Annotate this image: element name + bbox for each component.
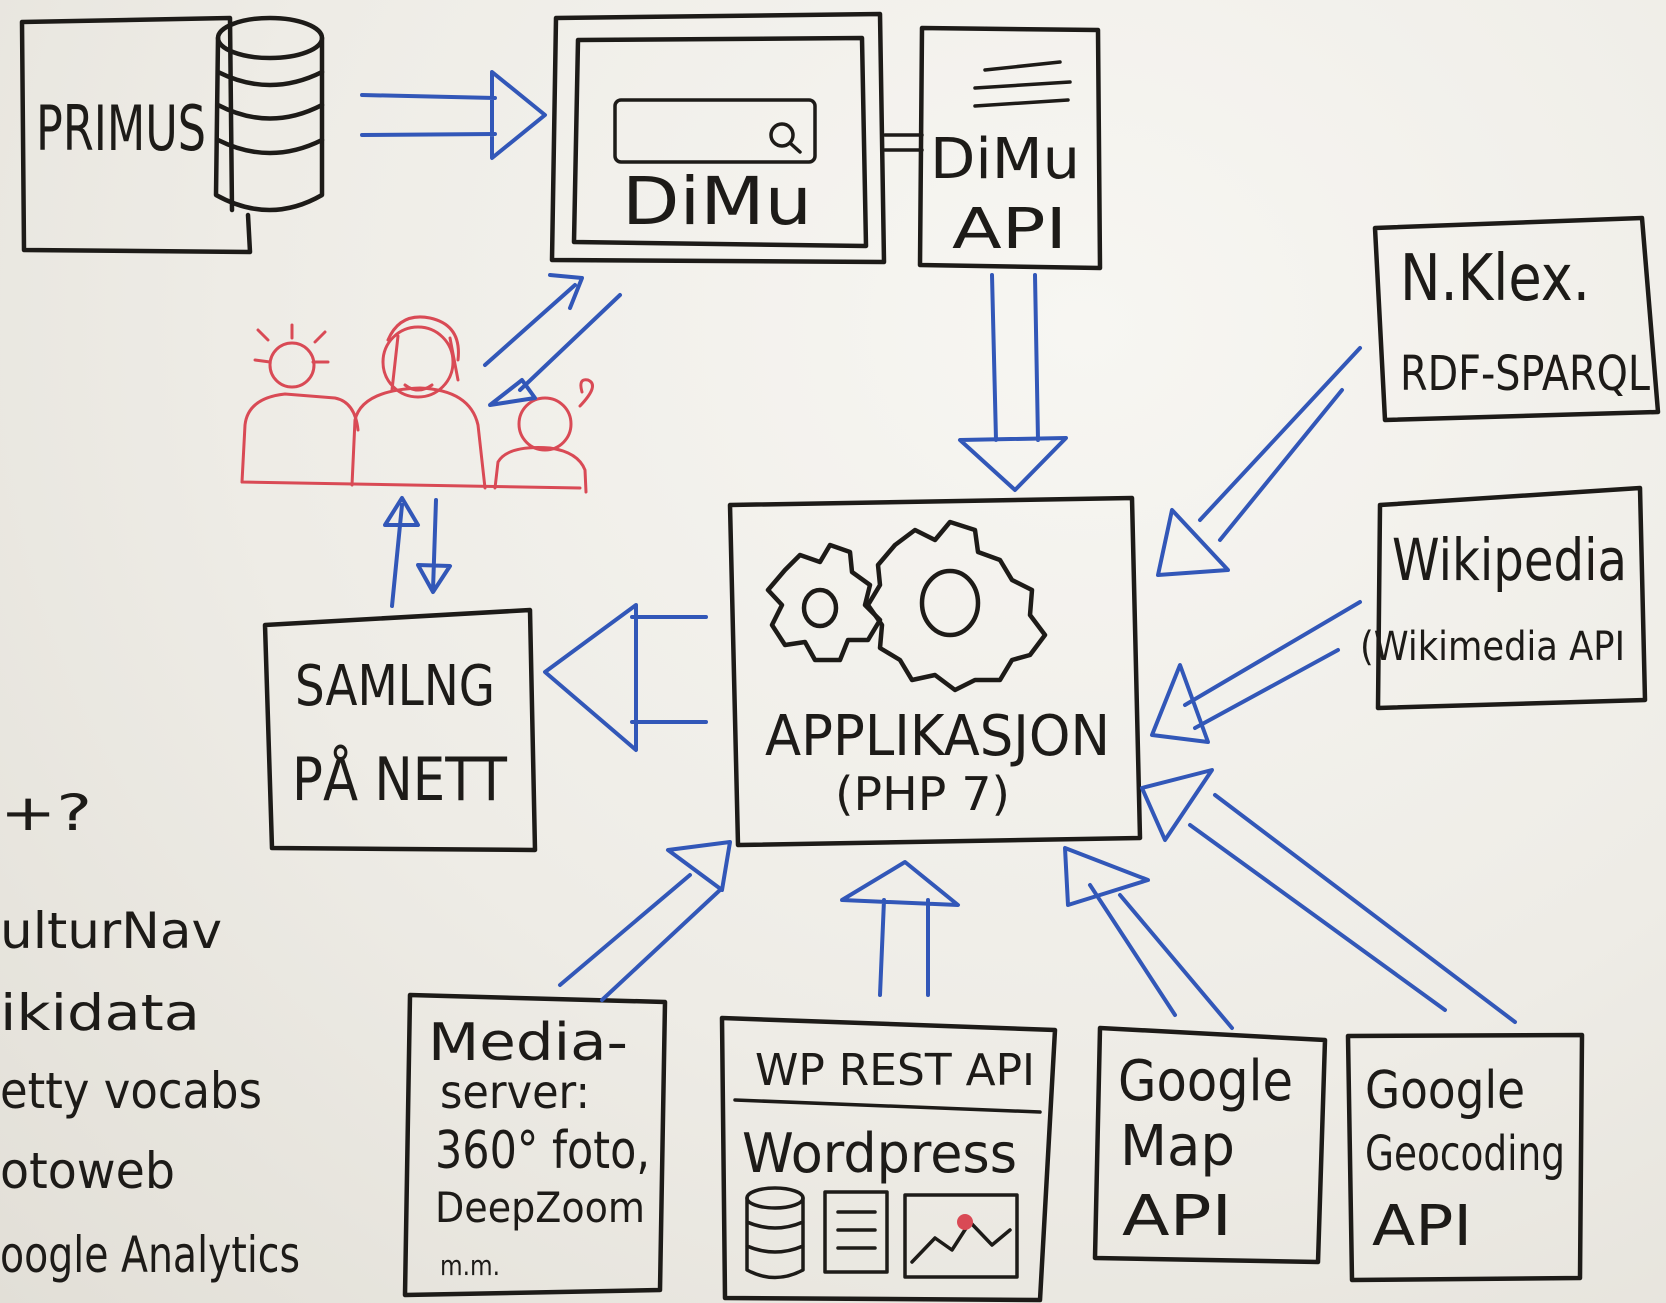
google-map-line3: API bbox=[1122, 1184, 1232, 1249]
nklex-line1: N.Klex. bbox=[1400, 242, 1590, 316]
google-geocoding-line3: API bbox=[1372, 1194, 1472, 1259]
mediaserver-line5: m.m. bbox=[440, 1249, 500, 1282]
wordpress-label: Wordpress bbox=[742, 1122, 1017, 1185]
arrow-googlemap-to-app bbox=[1063, 846, 1234, 1030]
nklex-line2: RDF-SPARQL bbox=[1400, 346, 1650, 402]
wikipedia-node: Wikipedia (Wikimedia API bbox=[1360, 485, 1648, 711]
mediaserver-node: Media- server: 360° foto, DeepZoom m.m. bbox=[402, 992, 668, 1298]
mediaserver-line2: server: bbox=[440, 1065, 590, 1119]
user-face-left bbox=[268, 341, 316, 389]
nklex-node: N.Klex. RDF-SPARQL bbox=[1372, 215, 1661, 423]
side-list-heading: +? bbox=[0, 784, 92, 842]
side-list: +? ulturNav ikidata etty vocabs otoweb o… bbox=[0, 784, 300, 1284]
gear-icon bbox=[765, 542, 883, 663]
side-list-item: otoweb bbox=[0, 1142, 175, 1200]
google-map-node: Google Map API bbox=[1092, 1025, 1328, 1265]
arrow-primus-to-dimu bbox=[360, 70, 547, 160]
users-illustration bbox=[240, 315, 594, 494]
dimu-api-node: DiMu API bbox=[917, 25, 1103, 271]
arrow-wordpress-to-app bbox=[840, 860, 960, 997]
wikipedia-line2: (Wikimedia API bbox=[1360, 624, 1625, 670]
google-geocoding-line1: Google bbox=[1365, 1061, 1525, 1121]
arrow-nklex-to-app bbox=[1156, 346, 1362, 577]
google-geocoding-node: Google Geocoding API bbox=[1345, 1032, 1585, 1283]
applikasjon-line1: APPLIKASJON bbox=[765, 704, 1110, 769]
wp-rest-api-label: WP REST API bbox=[755, 1045, 1035, 1096]
dimu-label: DiMu bbox=[622, 163, 812, 240]
user-face-right bbox=[517, 396, 573, 452]
arrow-users-samling bbox=[383, 496, 452, 608]
side-list-item: ulturNav bbox=[0, 902, 222, 960]
google-map-line1: Google bbox=[1118, 1049, 1293, 1114]
samling-node: SAMLNG PÅ NETT bbox=[262, 607, 538, 853]
arrow-mediaserver-to-app bbox=[558, 840, 732, 1002]
side-list-item: etty vocabs bbox=[0, 1062, 262, 1120]
search-box bbox=[613, 98, 817, 164]
arrow-app-to-samling bbox=[543, 603, 708, 752]
samling-line2: PÅ NETT bbox=[292, 744, 507, 815]
applikasjon-line2: (PHP 7) bbox=[835, 767, 1010, 821]
dimu-api-line2: API bbox=[952, 197, 1067, 262]
wikipedia-line1: Wikipedia bbox=[1392, 526, 1627, 594]
primus-label: PRIMUS bbox=[36, 92, 206, 165]
arrow-geocoding-to-app bbox=[1140, 768, 1517, 1024]
dimu-api-connector bbox=[883, 133, 924, 152]
search-icon bbox=[769, 122, 802, 154]
google-map-line2: Map bbox=[1120, 1114, 1235, 1179]
wordpress-node: WP REST API Wordpress bbox=[719, 1015, 1058, 1303]
database-icon bbox=[213, 15, 325, 213]
samling-line1: SAMLNG bbox=[295, 654, 495, 719]
mediaserver-line1: Media- bbox=[428, 1013, 628, 1073]
mediaserver-line4: DeepZoom bbox=[435, 1183, 645, 1232]
side-list-item: oogle Analytics bbox=[0, 1226, 300, 1284]
dimu-node: DiMu bbox=[549, 11, 887, 265]
dimu-api-line1: DiMu bbox=[930, 127, 1080, 192]
user-face-middle bbox=[381, 325, 455, 399]
database-icon bbox=[745, 1186, 805, 1280]
document-icon bbox=[823, 1190, 889, 1274]
arrow-dimu-api-to-app bbox=[958, 273, 1068, 492]
side-list-item: ikidata bbox=[0, 984, 200, 1042]
primus-node: PRIMUS bbox=[19, 15, 325, 255]
gear-icon-large bbox=[865, 519, 1048, 693]
arrow-users-dimu bbox=[483, 273, 622, 407]
applikasjon-node: APPLIKASJON (PHP 7) bbox=[727, 495, 1143, 848]
mediaserver-line3: 360° foto, bbox=[435, 1121, 650, 1181]
arrow-wikipedia-to-app bbox=[1150, 600, 1362, 744]
google-geocoding-line2: Geocoding bbox=[1365, 1126, 1565, 1182]
image-icon bbox=[903, 1193, 1019, 1279]
